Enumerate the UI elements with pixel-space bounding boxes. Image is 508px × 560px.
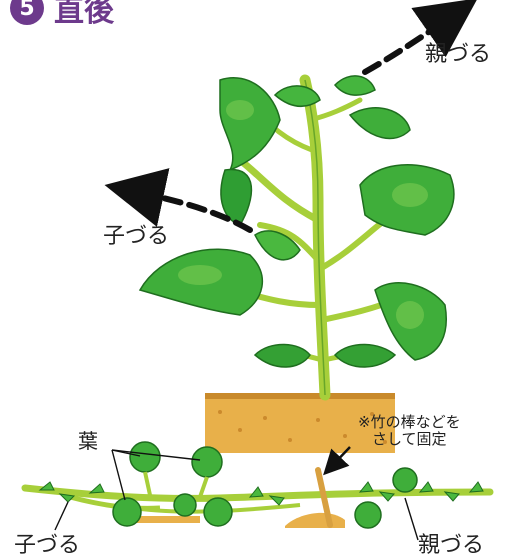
soil-patch-right xyxy=(285,513,345,528)
laid-down-plant xyxy=(25,442,490,528)
upright-plant xyxy=(140,76,454,453)
label-leaves: 葉 xyxy=(78,431,98,451)
side-vine-pointer xyxy=(55,502,68,530)
label-stake-note: ※竹の棒などを さして固定 xyxy=(358,414,461,449)
label-side-vine-bottom: 子づる xyxy=(14,535,80,557)
main-vine-pointer xyxy=(405,498,418,540)
label-side-vine-upper: 子づる xyxy=(103,226,169,248)
label-main-vine-bottom: 親づる xyxy=(418,535,484,557)
label-main-vine-top: 親づる xyxy=(425,44,491,66)
